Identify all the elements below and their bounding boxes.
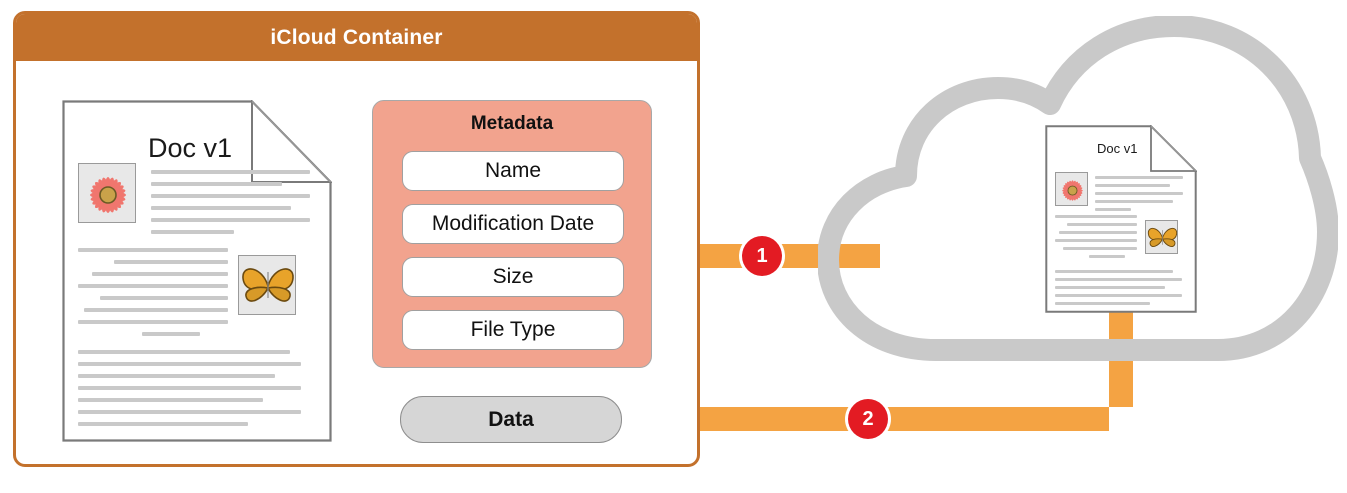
butterfly-image-frame [1145,220,1178,254]
metadata-panel-title: Metadata [470,113,554,134]
butterfly-icon [242,268,294,302]
cloud-document-title: Doc v1 [1097,141,1138,156]
flower-image-frame [78,163,136,223]
metadata-field-size[interactable]: Size [402,257,624,297]
metadata-panel: Metadata Name Modification Date Size Fil… [372,100,652,368]
container-header: iCloud Container [16,14,697,61]
butterfly-image-frame [238,255,296,315]
flower-icon [1062,180,1083,201]
data-pill-label: Data [488,407,534,431]
metadata-field-modification-date[interactable]: Modification Date [402,204,624,244]
local-document: Doc v1 [62,100,332,442]
step-badge-1-label: 1 [756,244,768,267]
step-badge-2: 2 [848,399,888,439]
local-document-title: Doc v1 [148,133,233,163]
metadata-field-name[interactable]: Name [402,151,624,191]
flower-image-frame [1055,172,1088,206]
metadata-field-file-type[interactable]: File Type [402,310,624,350]
cloud-document: Doc v1 [1045,125,1197,313]
page-title: iCloud Container [270,25,443,49]
butterfly-icon [1147,227,1177,247]
flower-icon [90,177,126,213]
data-pill: Data [400,396,622,443]
step-badge-1: 1 [742,236,782,276]
cloud-icon [818,16,1338,361]
step-badge-2-label: 2 [862,407,874,430]
